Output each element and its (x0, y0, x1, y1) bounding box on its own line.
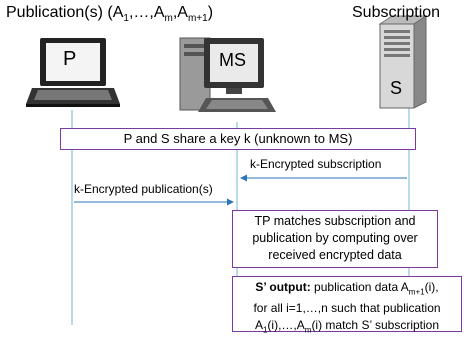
tp-matching-box: TP matches subscription and publication … (232, 210, 438, 268)
ms-label: MS (219, 50, 246, 70)
publisher-label: P (63, 48, 77, 70)
encrypted-publication-label: k-Encrypted publication(s) (74, 182, 213, 196)
encrypted-subscription-label: k-Encrypted subscription (250, 157, 382, 171)
subscription-title: Subscription (352, 4, 441, 21)
publication-title: Publication(s) (A1,…,Am,Am+1) (6, 4, 214, 25)
shared-key-box: P and S share a key k (unknown to MS) (60, 128, 416, 150)
server-icon (378, 15, 428, 109)
subscriber-output-box: S’ output: publication data Am+1(i), for… (232, 276, 462, 335)
laptop-icon (26, 38, 120, 107)
desktop-computer-icon (179, 37, 276, 112)
subscriber-label: S (390, 78, 403, 98)
